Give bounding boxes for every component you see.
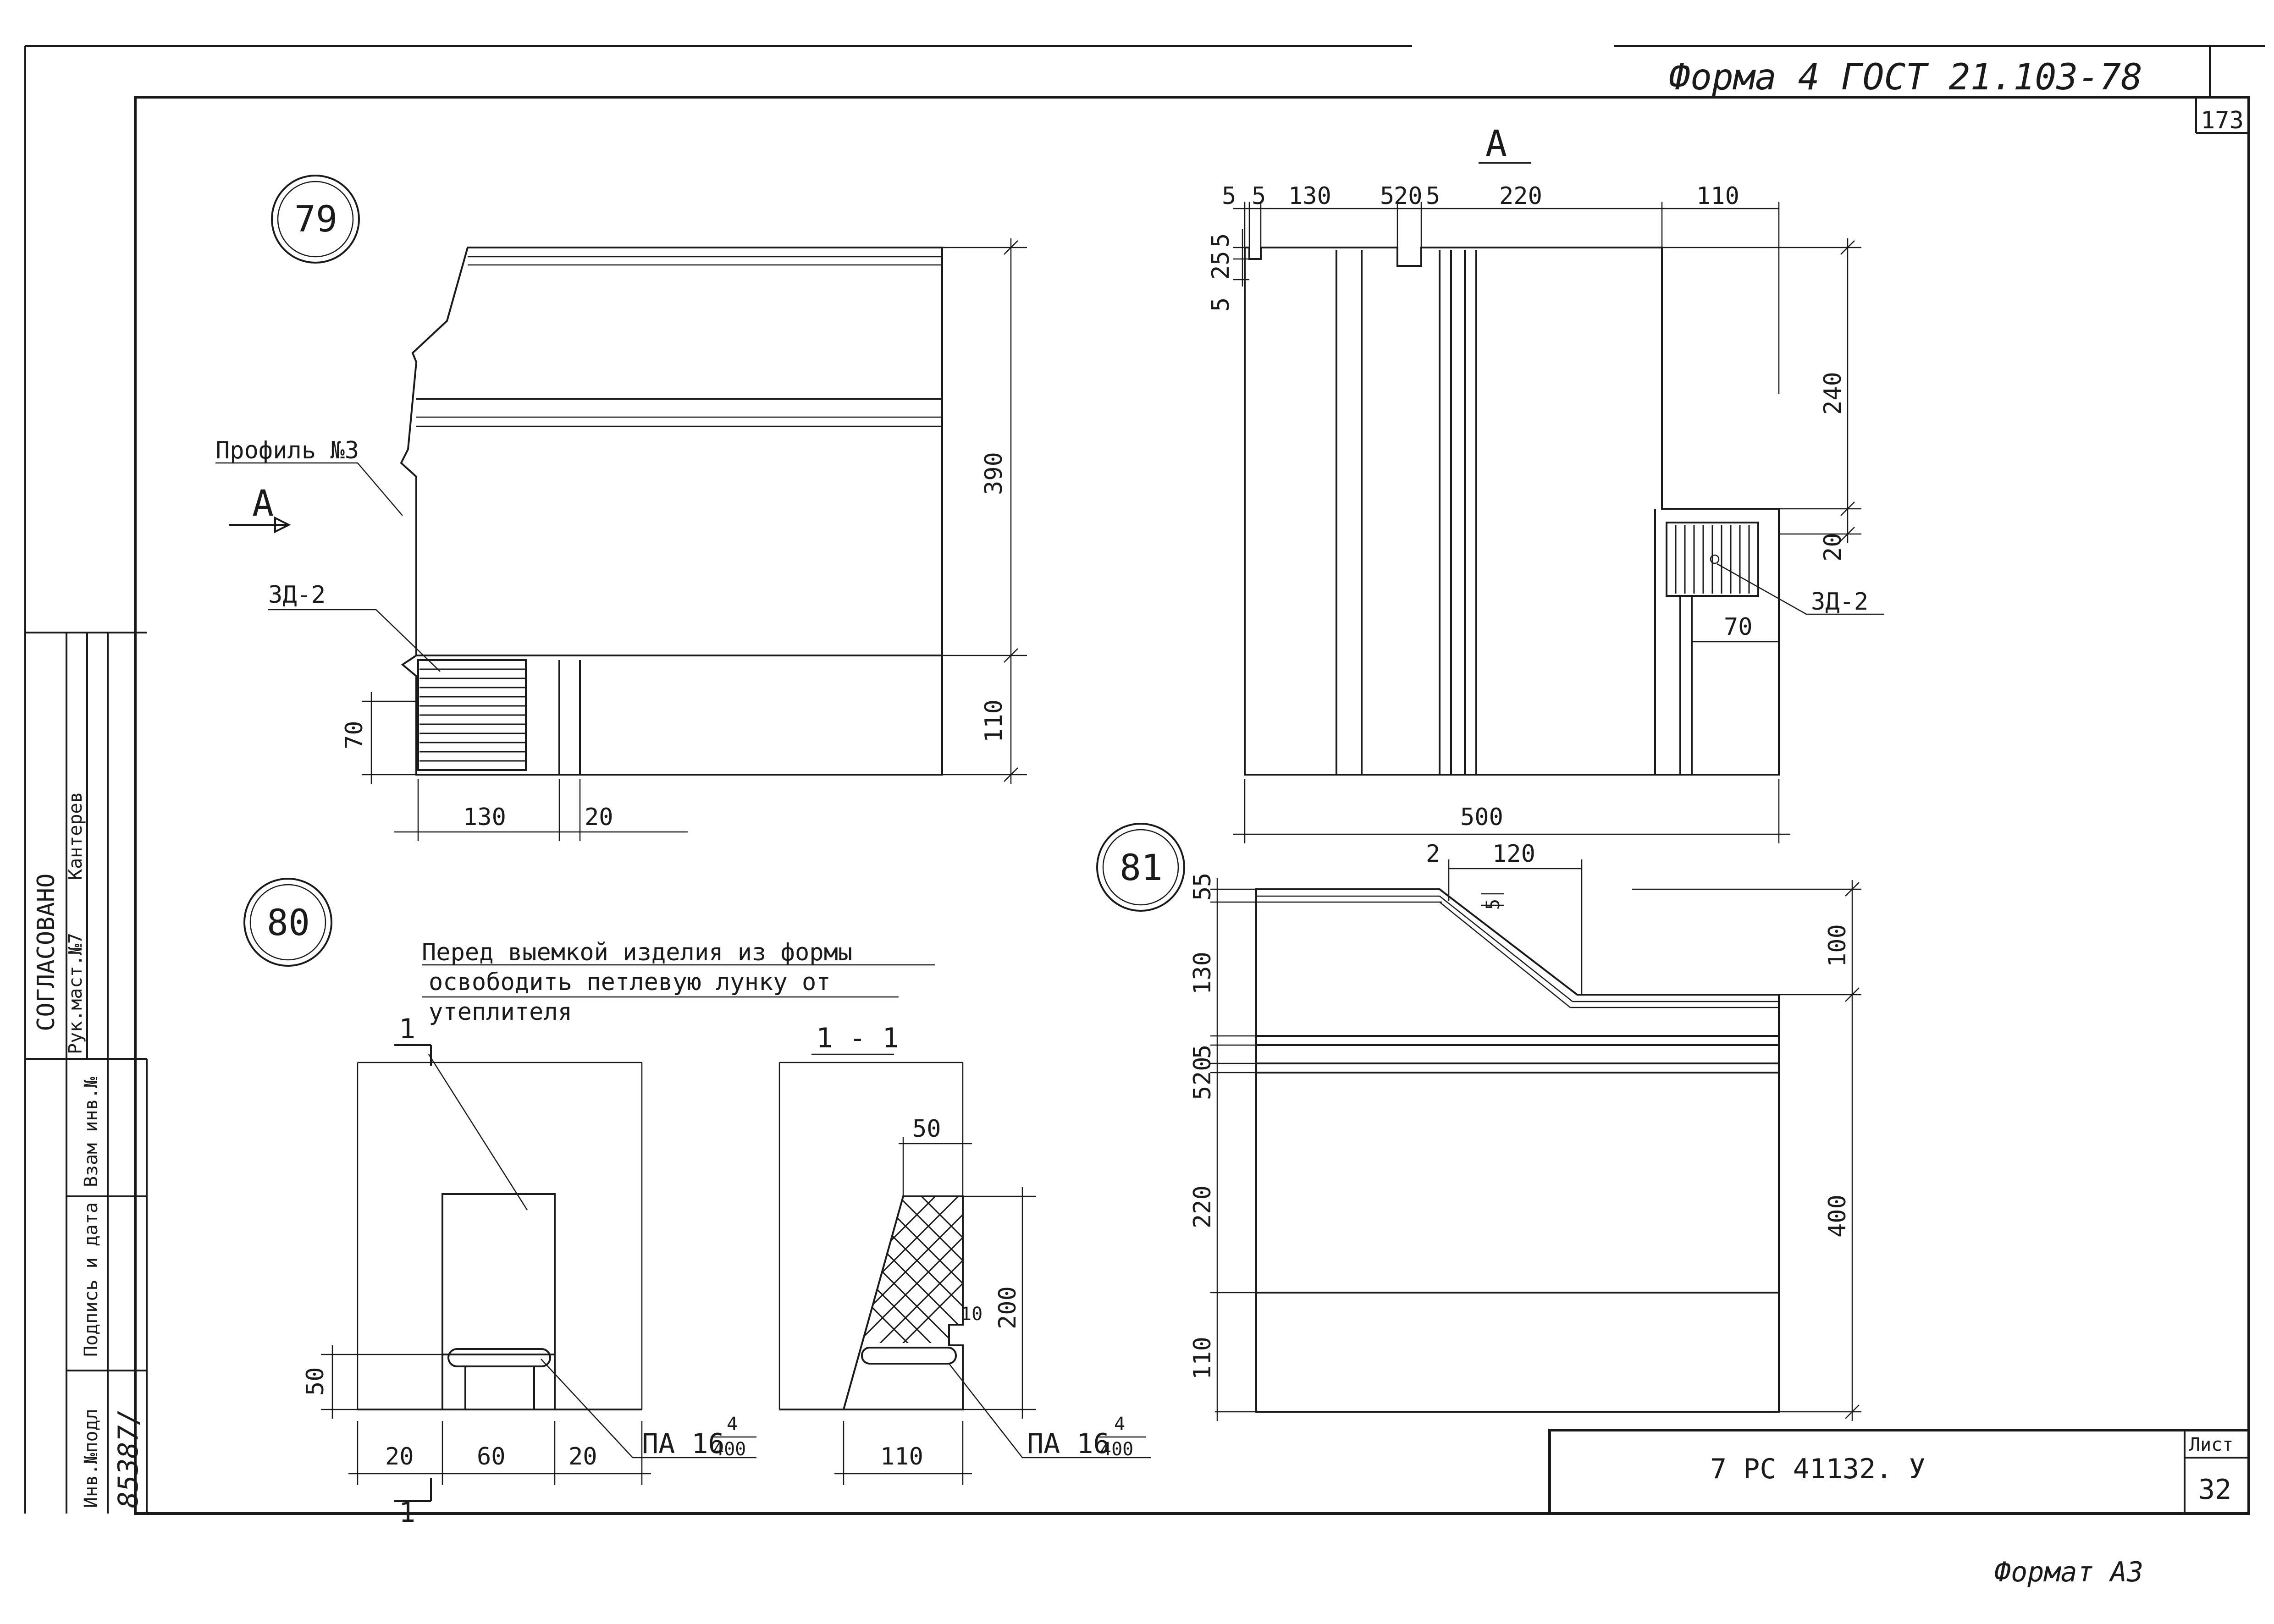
loop-label-right-num: 4 — [1114, 1414, 1125, 1435]
title-block — [1548, 1429, 2250, 1515]
corner-number: 173 — [2201, 107, 2244, 134]
stamp-col-inv-replaced: Взам инв.№ — [81, 1077, 102, 1187]
view-a-dim-top-6: 5 — [1426, 182, 1440, 210]
dim-79-h-top: 390 — [980, 452, 1008, 495]
view-a-title: А — [1485, 123, 1507, 165]
view-a — [1233, 162, 1884, 843]
detail-81 — [1096, 823, 1861, 1421]
view-a-dim-top-3: 130 — [1288, 182, 1331, 210]
stamp-name: Кантерев — [65, 792, 86, 880]
dim-81-left-7: 220 — [1189, 1185, 1216, 1228]
stamp-approved: СОГЛАСОВАНО — [33, 874, 60, 1031]
dim-80-w-mid: 60 — [477, 1443, 506, 1470]
dim-section-base: 110 — [880, 1443, 923, 1470]
view-a-dim-top-5: 20 — [1394, 182, 1423, 210]
profile-label: Профиль №3 — [215, 437, 359, 464]
detail-79 — [215, 175, 1027, 841]
view-a-part-label: ЗД-2 — [1811, 588, 1868, 616]
dim-81-small: 5 — [1483, 899, 1504, 910]
sheet-frame — [24, 45, 2265, 1515]
loop-label-left-name: ПА 16 — [642, 1428, 725, 1460]
dim-81-right-lower: 400 — [1824, 1195, 1851, 1238]
form-note: Форма 4 ГОСТ 21.103-78 — [1669, 57, 2142, 98]
dim-81-left-8: 110 — [1189, 1337, 1216, 1380]
view-a-dim-top-7: 220 — [1499, 182, 1542, 210]
view-a-dim-total: 500 — [1460, 804, 1503, 831]
dim-section-notch: 10 — [960, 1304, 982, 1325]
sheet-number: 32 — [2198, 1474, 2231, 1506]
dim-section-top: 50 — [912, 1115, 941, 1143]
insulation-crosshatch-section — [862, 1196, 963, 1343]
dim-section-h: 200 — [994, 1286, 1021, 1329]
stamp-inv-value: 85387/ — [112, 1409, 144, 1508]
view-a-mark-79: А — [252, 483, 274, 524]
view-a-dim-left-3: 5 — [1207, 233, 1235, 248]
dim-79-w-pad: 130 — [463, 804, 506, 831]
view-a-dim-right-1: 240 — [1819, 372, 1847, 415]
detail-81-marker: 81 — [1120, 848, 1163, 889]
dim-81-left-6: 5 — [1189, 1045, 1216, 1059]
view-a-dim-left-1: 5 — [1207, 297, 1235, 312]
dim-81-len: 120 — [1492, 840, 1535, 868]
note-line-1: Перед выемкой изделия из формы — [422, 939, 852, 966]
dim-81-left-4: 5 — [1189, 1086, 1216, 1100]
drawing-code: 7 РС 41132. У — [1710, 1453, 1926, 1485]
dim-80-h50: 50 — [302, 1367, 329, 1396]
dim-81-step: 2 — [1426, 840, 1440, 868]
view-a-dim-top-4: 5 — [1380, 182, 1394, 210]
part-label-79: ЗД-2 — [268, 581, 326, 609]
section-mark-top: 1 — [399, 1013, 415, 1045]
dim-81-right-upper: 100 — [1824, 924, 1851, 967]
sheet-label: Лист — [2189, 1434, 2233, 1455]
loop-label-left-den: 400 — [713, 1439, 746, 1460]
section-title: 1 - 1 — [816, 1022, 899, 1054]
dim-81-left-5: 20 — [1189, 1057, 1216, 1085]
dim-79-h-pad: 70 — [341, 721, 368, 749]
insulation-hatch-79 — [419, 668, 525, 762]
detail-80-marker: 80 — [267, 903, 310, 944]
detail-79-marker: 79 — [294, 199, 337, 240]
format-note: Формат А3 — [1994, 1556, 2143, 1588]
dim-79-w-gap: 20 — [585, 804, 613, 831]
view-a-dim-top-8: 110 — [1696, 182, 1739, 210]
side-stamp — [24, 632, 148, 1514]
dim-80-w-right: 20 — [568, 1443, 597, 1470]
view-a-dim-left-2: 25 — [1207, 251, 1235, 280]
stamp-col-inv-original: Инв.№подл — [81, 1409, 102, 1508]
loop-label-left-num: 4 — [727, 1414, 738, 1435]
dim-81-left-1: 5 — [1189, 886, 1216, 901]
stamp-role: Рук.маст.№7 — [65, 933, 86, 1054]
note-line-3: утеплителя — [429, 998, 572, 1026]
dim-81-left-2: 5 — [1189, 873, 1216, 887]
loop-label-right-name: ПА 16 — [1027, 1428, 1110, 1460]
dim-80-w-left: 20 — [385, 1443, 414, 1470]
detail-80 — [243, 878, 1151, 1502]
loop-label-right-den: 400 — [1100, 1439, 1133, 1460]
view-a-dim-right-2: 20 — [1819, 533, 1847, 562]
stamp-col-sign-date: Подпись и дата — [81, 1202, 102, 1357]
view-a-dim-top-1: 5 — [1222, 182, 1236, 210]
dim-81-left-3: 130 — [1189, 952, 1216, 995]
view-a-dim-top-2: 5 — [1252, 182, 1266, 210]
insulation-hatch-a — [1675, 525, 1750, 594]
dim-79-h-bottom: 110 — [980, 699, 1008, 743]
view-a-dim-pad: 70 — [1724, 613, 1753, 641]
note-line-2: освободить петлевую лунку от — [429, 969, 831, 996]
section-mark-bottom: 1 — [399, 1497, 415, 1529]
